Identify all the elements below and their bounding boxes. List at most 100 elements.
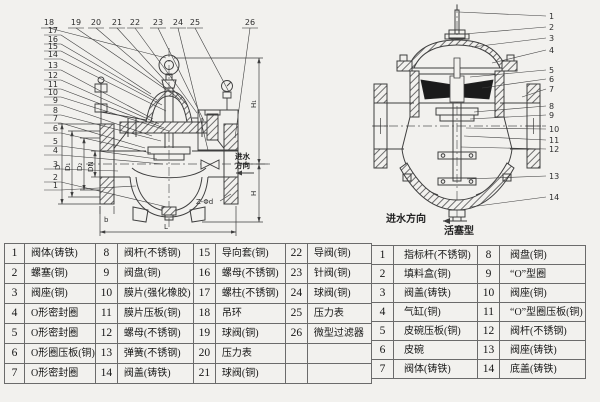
callouts-right: 1 2 3 4 5 6 7 8 9 10 11 12 13 14 <box>459 12 559 207</box>
part-name-cell: 球阀(铜) <box>214 363 286 384</box>
part-name-cell <box>306 343 372 364</box>
dim-DN: DN <box>87 161 95 172</box>
table-row: 6 皮碗 13 阀座(铸铁) <box>371 340 586 360</box>
part-number-cell: 9 <box>477 264 500 284</box>
part-name-cell: 阀杆(不锈钢) <box>116 243 194 264</box>
part-name-cell: 弹簧(不锈钢) <box>116 343 194 364</box>
callout-label: 14 <box>48 50 58 59</box>
callout-label: 6 <box>549 75 554 84</box>
part-name-cell: 微型过滤器 <box>306 323 372 344</box>
part-number-cell <box>284 363 308 384</box>
callout-label: 16 <box>48 35 58 44</box>
part-name-cell: 阀体(铸铁) <box>24 243 96 264</box>
part-name-cell: 膜片(强化橡胶) <box>116 283 194 304</box>
part-name-cell: 皮碗压板(铜) <box>393 321 478 341</box>
table-row: 1 阀体(铸铁) 8 阀杆(不锈钢) 15 导向套(铜) 22 导阀(铜) <box>4 243 372 264</box>
table-row: 5 O形密封圈 12 螺母(不锈钢) 19 球阀(铜) 26 微型过滤器 <box>4 323 372 344</box>
part-name-cell: 气缸(铜) <box>393 302 478 322</box>
part-number-cell: 16 <box>192 263 216 284</box>
part-number-cell: 8 <box>477 245 500 265</box>
callout-label: 2 <box>53 173 58 182</box>
table-row: 7 O形密封圈 14 阀盖(铸铁) 21 球阀(铜) <box>4 363 372 384</box>
part-name-cell: 阀杆(不锈钢) <box>499 321 586 341</box>
callout-label: 9 <box>549 111 554 120</box>
callout-label: 5 <box>53 137 58 146</box>
callouts-top: 18 19 20 21 22 23 24 25 26 <box>41 18 258 150</box>
callout-label: 22 <box>130 18 140 27</box>
callout-label: 14 <box>549 193 559 202</box>
part-number-cell: 10 <box>477 283 500 303</box>
callout-label: 11 <box>549 136 559 145</box>
callout-label: 25 <box>190 18 200 27</box>
part-number-cell: 12 <box>477 321 500 341</box>
callout-label: 9 <box>53 96 58 105</box>
part-number-cell: 22 <box>284 243 308 264</box>
part-number-cell: 5 <box>4 323 25 344</box>
callout-label: 1 <box>53 181 58 190</box>
part-name-cell: O形密封圈 <box>24 303 96 324</box>
part-name-cell: 填料盒(铜) <box>393 264 478 284</box>
dim-bolt-holes: Z-Φd <box>196 198 213 206</box>
callout-label: 21 <box>112 18 122 27</box>
part-name-cell: 指标杆(不锈钢) <box>393 245 478 265</box>
callout-label: 23 <box>153 18 163 27</box>
part-number-cell: 6 <box>4 343 25 364</box>
table-row: 3 阀座(铜) 10 膜片(强化橡胶) 17 螺柱(不锈钢) 24 球阀(铜) <box>4 283 372 304</box>
diaphragm-valve-parts-table: 1 阀体(铸铁) 8 阀杆(不锈钢) 15 导向套(铜) 22 导阀(铜) 2 … <box>4 243 372 384</box>
callout-label: 1 <box>549 12 554 21</box>
pipe-flange-left <box>373 84 388 168</box>
table-row: 5 皮碗压板(铜) 12 阀杆(不锈钢) <box>371 321 586 341</box>
part-name-cell: 螺母(不锈钢) <box>214 263 286 284</box>
dimension-labels: L H₁ H D D₁ D₂ DN b Z-Φd <box>54 100 258 231</box>
pilot-piping-right <box>192 81 238 170</box>
part-name-cell: 螺母(不锈钢) <box>116 323 194 344</box>
callout-label: 11 <box>48 80 58 89</box>
part-name-cell: O形密封圈 <box>24 323 96 344</box>
outlet-flange <box>224 124 238 204</box>
table-row: 2 填料盒(铜) 9 “O”型圈 <box>371 264 586 284</box>
part-number-cell: 18 <box>192 303 216 324</box>
part-name-cell: 阀座(铸铁) <box>499 340 586 360</box>
piston-cups <box>421 58 493 102</box>
dim-L: L <box>164 223 168 231</box>
part-name-cell: 针阀(铜) <box>306 263 372 284</box>
part-name-cell: 阀盖(铸铁) <box>116 363 194 384</box>
part-number-cell: 17 <box>192 283 216 304</box>
dim-D2: D₂ <box>76 163 84 171</box>
bonnet <box>146 88 192 148</box>
part-name-cell: 膜片压板(铜) <box>116 303 194 324</box>
callout-label: 7 <box>53 114 58 123</box>
part-number-cell: 4 <box>371 302 394 322</box>
part-name-cell: 皮碗 <box>393 340 478 360</box>
part-number-cell: 20 <box>192 343 216 364</box>
part-number-cell: 10 <box>94 283 118 304</box>
part-name-cell: 球阀(铜) <box>214 323 286 344</box>
callout-label: 17 <box>48 26 58 35</box>
inlet-text-1: 进水 <box>235 151 250 161</box>
callout-label: 10 <box>549 125 559 134</box>
part-number-cell: 24 <box>284 283 308 304</box>
callout-label: 24 <box>173 18 183 27</box>
table-row: 4 O形密封圈 11 膜片压板(铜) 18 吊环 25 压力表 <box>4 303 372 324</box>
callout-label: 10 <box>48 88 58 97</box>
table-row: 7 阀体(铸铁) 14 底盖(铸铁) <box>371 359 586 379</box>
part-number-cell: 8 <box>94 243 118 264</box>
dim-D: D <box>54 165 62 170</box>
callout-label: 4 <box>53 146 58 155</box>
part-number-cell: 2 <box>371 264 394 284</box>
inlet-direction-label: 进水 方向 <box>235 151 254 176</box>
callouts-left: 17 16 15 14 13 12 11 10 9 8 7 6 5 4 3 2 … <box>44 26 169 207</box>
part-name-cell: 螺柱(不锈钢) <box>214 283 286 304</box>
callout-label: 4 <box>549 46 554 55</box>
diaphragm-valve-diagram: L H₁ H D D₁ D₂ DN b Z-Φd 进水 方向 <box>0 0 300 245</box>
callout-label: 13 <box>48 61 58 70</box>
part-number-cell: 7 <box>4 363 25 384</box>
dim-H1: H₁ <box>250 100 258 108</box>
part-number-cell: 1 <box>371 245 394 265</box>
dim-H: H <box>250 191 258 196</box>
table-row: 6 O形圈压板(铜) 13 弹簧(不锈钢) 20 压力表 <box>4 343 372 364</box>
valve-type-label: 活塞型 <box>444 224 474 237</box>
callout-label: 12 <box>549 145 559 154</box>
piston-valve-diagram: 1 2 3 4 5 6 7 8 9 10 11 12 13 14 进水方向 活塞… <box>370 0 600 245</box>
callout-label: 20 <box>91 18 101 27</box>
